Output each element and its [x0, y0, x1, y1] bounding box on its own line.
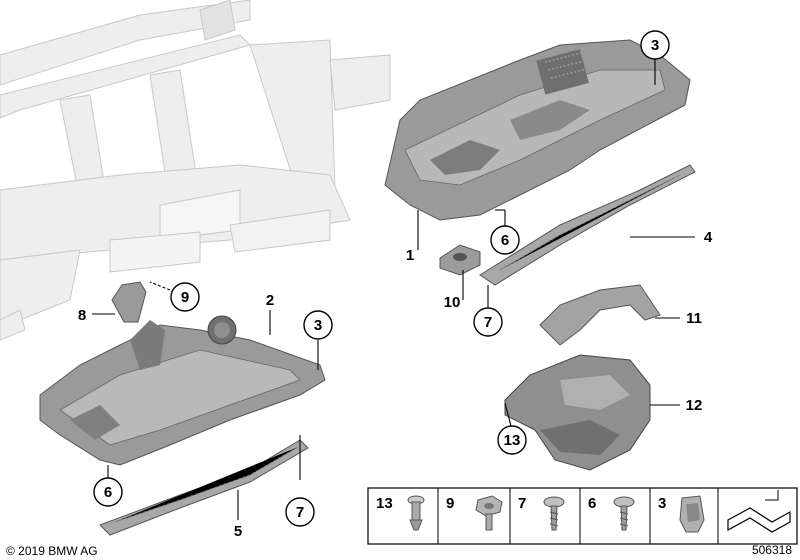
part-4-trim-strip-upper: [479, 164, 696, 286]
callout-5: 5: [234, 523, 242, 540]
callout-9: 9: [170, 282, 200, 312]
callout-label: 3: [314, 317, 322, 334]
hex-nut-icon: [475, 495, 503, 531]
part-10-clip: [439, 244, 481, 276]
callout-label: 7: [296, 504, 304, 521]
dashboard-frame: [0, 0, 391, 341]
screw-icon: [543, 496, 565, 531]
legend-label-13: 13: [376, 495, 393, 512]
fastener-legend: 13 9 7 6 3: [367, 487, 798, 545]
callout-11: 11: [686, 310, 702, 327]
callout-label: 3: [651, 37, 659, 54]
legend-label-6: 6: [588, 495, 596, 512]
diagram-number: 506318: [752, 543, 792, 557]
symbol-sheet-icon: [727, 490, 791, 533]
callout-label: 13: [504, 432, 521, 449]
part-5-trim-strip-lower: [99, 439, 309, 536]
callout-6-left: 6: [93, 477, 123, 507]
callout-7-left: 7: [285, 497, 315, 527]
callout-7-right: 7: [473, 307, 503, 337]
legend-label-7: 7: [518, 495, 526, 512]
callout-1: 1: [406, 247, 414, 264]
callout-8: 8: [78, 307, 86, 324]
expansion-rivet-icon: [407, 495, 425, 531]
callout-label: 7: [484, 314, 492, 331]
callout-label: 9: [181, 289, 189, 306]
part-8-bracket: [111, 281, 147, 323]
part-12-lower-housing: [504, 354, 651, 471]
callout-10: 10: [444, 294, 461, 311]
flange-screw-icon: [613, 496, 635, 531]
copyright-text: © 2019 BMW AG: [6, 544, 98, 558]
callout-3-left: 3: [303, 310, 333, 340]
leader-lines: [92, 58, 695, 520]
callout-4: 4: [704, 229, 713, 246]
part-2-glovebox-carrier-lower: [39, 315, 326, 466]
callout-label: 6: [104, 484, 112, 501]
callout-label: 6: [501, 232, 509, 249]
callout-6-right: 6: [490, 225, 520, 255]
callout-12: 12: [686, 397, 703, 414]
legend-label-9: 9: [446, 495, 454, 512]
spring-clip-icon: [679, 495, 705, 533]
part-11-cover: [539, 284, 661, 346]
part-1-glovebox-carrier-upper: [384, 39, 691, 221]
legend-label-3: 3: [658, 495, 666, 512]
callout-2: 2: [266, 292, 274, 309]
callout-3-top: 3: [640, 30, 670, 60]
callout-13: 13: [497, 425, 527, 455]
